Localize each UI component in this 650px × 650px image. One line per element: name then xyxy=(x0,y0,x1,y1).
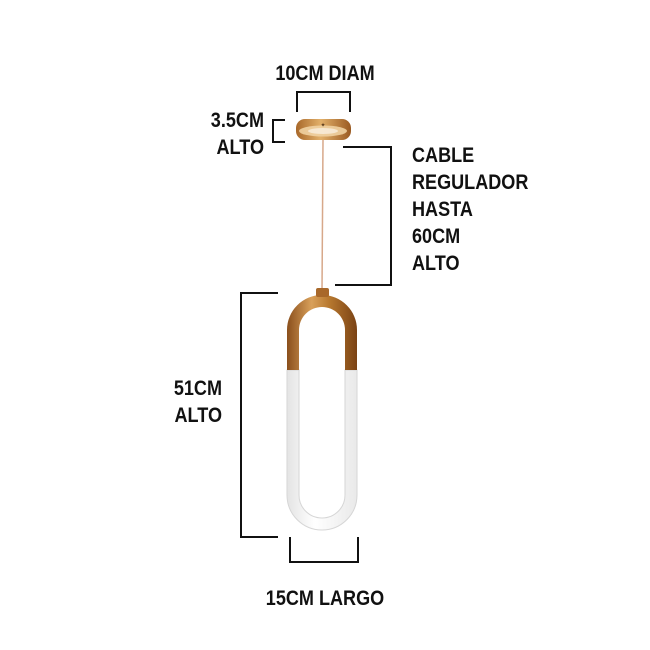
acrylic-tube xyxy=(286,369,358,531)
svg-text:✦: ✦ xyxy=(320,122,325,129)
diameter-label: 10CM DIAM xyxy=(275,62,375,85)
gold-connector xyxy=(316,288,329,297)
lamp-height-label: 51CM ALTO xyxy=(173,377,222,427)
width-label: 15CM LARGO xyxy=(265,587,385,610)
cable-length-label: CABLE REGULADOR HASTA 60CM ALTO xyxy=(412,144,529,275)
cable-length-bracket xyxy=(335,146,392,286)
ceiling-canopy: ✦ xyxy=(296,119,351,140)
canopy-height-bracket xyxy=(272,119,285,143)
gold-arch xyxy=(287,295,357,370)
dimension-lines xyxy=(240,91,392,563)
lamp-body xyxy=(286,288,358,531)
diameter-bracket xyxy=(296,91,351,112)
width-bracket xyxy=(289,537,359,563)
lamp-height-bracket xyxy=(240,292,278,538)
suspension-cable xyxy=(321,139,324,293)
canopy-height-label: 3.5CM ALTO xyxy=(210,109,264,159)
